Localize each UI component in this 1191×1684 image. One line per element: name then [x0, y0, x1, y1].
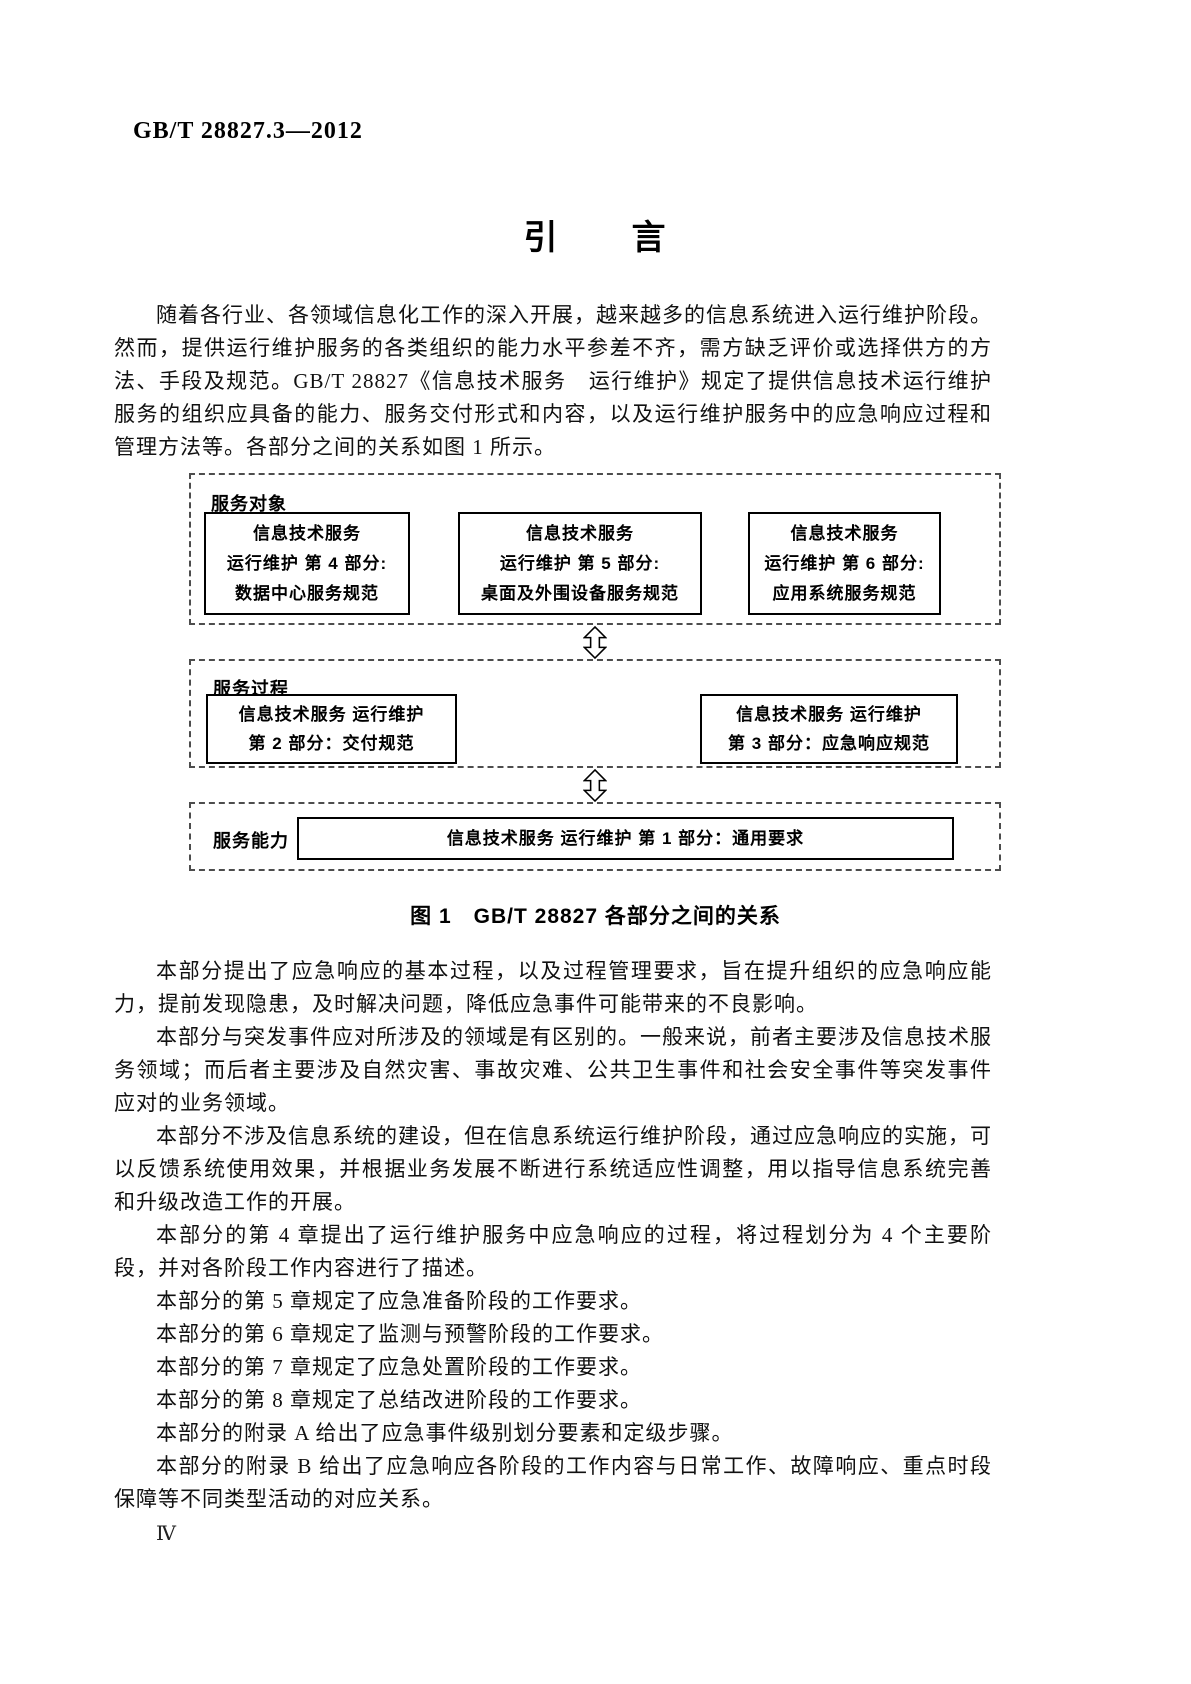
- box-line: 应用系统服务规范: [772, 583, 917, 603]
- box-line: 第 2 部分：交付规范: [248, 734, 415, 753]
- section-service-capability: 服务能力 信息技术服务 运行维护 第 1 部分：通用要求: [189, 802, 1001, 871]
- box-line: 运行维护 第 5 部分:: [499, 553, 661, 573]
- paragraph: 本部分的附录 B 给出了应急响应各阶段的工作内容与日常工作、故障响应、重点时段保…: [114, 1454, 992, 1511]
- box-line: 信息技术服务 运行维护: [238, 705, 425, 724]
- document-number-header: GB/T 28827.3—2012: [133, 118, 363, 144]
- arrow-row: [189, 768, 1001, 802]
- box-line: 数据中心服务规范: [235, 583, 379, 603]
- paragraph: 本部分与突发事件应对所涉及的领域是有区别的。一般来说，前者主要涉及信息技术服务领…: [114, 1025, 992, 1115]
- box-line: 运行维护 第 4 部分:: [226, 553, 388, 573]
- figure-box-part1: 信息技术服务 运行维护 第 1 部分：通用要求: [297, 817, 954, 860]
- figure-box-part6: 信息技术服务 运行维护 第 6 部分: 应用系统服务规范: [748, 512, 941, 615]
- paragraph: 本部分的第 5 章规定了应急准备阶段的工作要求。: [156, 1289, 642, 1313]
- arrow-row: [189, 625, 1001, 659]
- double-arrow-icon: [583, 768, 607, 802]
- paragraph: 本部分提出了应急响应的基本过程，以及过程管理要求，旨在提升组织的应急响应能力，提…: [114, 959, 992, 1016]
- paragraph: 本部分的第 4 章提出了运行维护服务中应急响应的过程，将过程划分为 4 个主要阶…: [114, 1223, 992, 1280]
- intro-paragraph-block: 随着各行业、各领域信息化工作的深入开展，越来越多的信息系统进入运行维护阶段。然而…: [114, 299, 992, 464]
- box-line: 信息技术服务 运行维护 第 1 部分：通用要求: [446, 829, 805, 848]
- double-arrow-icon: [583, 625, 607, 659]
- box-line: 运行维护 第 6 部分:: [764, 553, 925, 573]
- figure-box-part2: 信息技术服务 运行维护 第 2 部分：交付规范: [206, 694, 457, 764]
- paragraph: 本部分不涉及信息系统的建设，但在信息系统运行维护阶段，通过应急响应的实施，可以反…: [114, 1124, 992, 1214]
- box-line: 信息技术服务 运行维护: [736, 705, 922, 724]
- figure-box-part5: 信息技术服务 运行维护 第 5 部分: 桌面及外围设备服务规范: [458, 512, 702, 615]
- box-line: 第 3 部分：应急响应规范: [728, 734, 930, 753]
- page-number: Ⅳ: [156, 1523, 176, 1545]
- paragraph: 本部分的第 8 章规定了总结改进阶段的工作要求。: [156, 1388, 642, 1412]
- paragraph: 本部分的第 6 章规定了监测与预警阶段的工作要求。: [156, 1322, 664, 1346]
- paragraph: 本部分的附录 A 给出了应急事件级别划分要素和定级步骤。: [156, 1421, 734, 1445]
- box-line: 桌面及外围设备服务规范: [481, 583, 679, 603]
- paragraph: 随着各行业、各领域信息化工作的深入开展，越来越多的信息系统进入运行维护阶段。然而…: [114, 303, 992, 459]
- figure-1-diagram: 服务对象 信息技术服务 运行维护 第 4 部分: 数据中心服务规范 信息技术服务…: [189, 473, 1001, 871]
- paragraph: 本部分的第 7 章规定了应急处置阶段的工作要求。: [156, 1355, 642, 1379]
- figure-box-part4: 信息技术服务 运行维护 第 4 部分: 数据中心服务规范: [204, 512, 410, 615]
- section-service-process: 服务过程 信息技术服务 运行维护 第 2 部分：交付规范 信息技术服务 运行维护…: [189, 659, 1001, 768]
- body-paragraph-block: 本部分提出了应急响应的基本过程，以及过程管理要求，旨在提升组织的应急响应能力，提…: [114, 955, 992, 1516]
- figure-box-part3: 信息技术服务 运行维护 第 3 部分：应急响应规范: [700, 694, 958, 764]
- section-label: 服务对象: [211, 494, 287, 514]
- figure-caption: 图 1 GB/T 28827 各部分之间的关系: [410, 905, 781, 928]
- section-service-objects: 服务对象 信息技术服务 运行维护 第 4 部分: 数据中心服务规范 信息技术服务…: [189, 473, 1001, 625]
- section-label: 服务能力: [213, 831, 289, 851]
- box-line: 信息技术服务: [253, 523, 361, 543]
- page-title: 引 言: [523, 219, 668, 257]
- box-line: 信息技术服务: [790, 523, 899, 543]
- box-line: 信息技术服务: [526, 523, 634, 543]
